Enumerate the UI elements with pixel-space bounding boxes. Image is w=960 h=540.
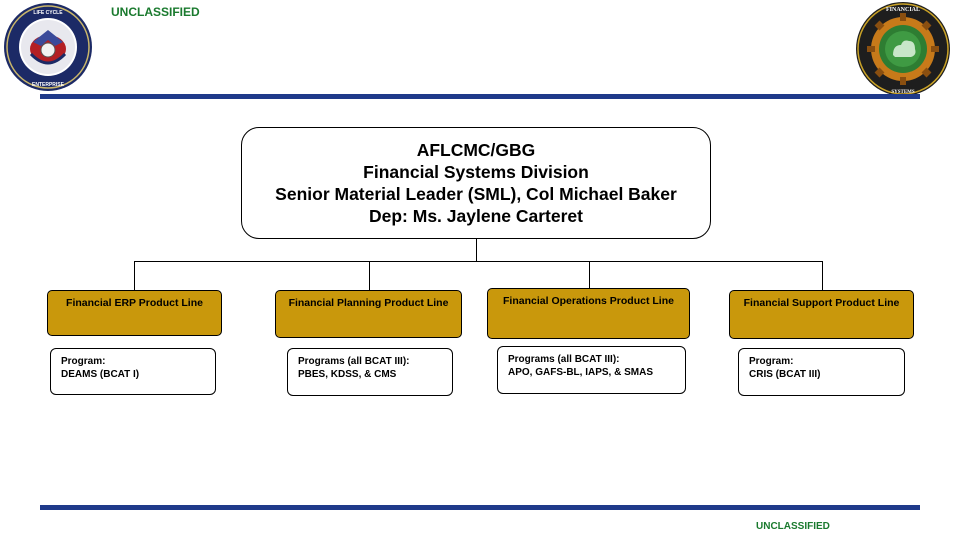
connector-bus — [134, 261, 823, 262]
connector-trunk — [476, 239, 477, 261]
svg-text:LIFE CYCLE: LIFE CYCLE — [33, 10, 63, 16]
product-line-support: Financial Support Product Line — [729, 290, 914, 339]
svg-text:SYSTEMS: SYSTEMS — [891, 90, 915, 95]
product-line-operations: Financial Operations Product Line — [487, 288, 690, 339]
svg-text:FINANCIAL: FINANCIAL — [886, 7, 920, 13]
program-box-operations: Programs (all BCAT III): APO, GAFS-BL, I… — [497, 346, 686, 394]
program-list: DEAMS (BCAT I) — [61, 369, 140, 380]
connector-drop-1 — [134, 261, 135, 291]
program-heading: Programs (all BCAT III): — [508, 354, 620, 365]
program-heading: Programs (all BCAT III): — [298, 356, 410, 367]
connector-drop-4 — [822, 261, 823, 291]
program-box-erp: Program: DEAMS (BCAT I) — [50, 348, 216, 395]
program-list: PBES, KDSS, & CMS — [298, 369, 397, 380]
classification-top: UNCLASSIFIED — [111, 5, 200, 19]
division-name: Financial Systems Division — [363, 162, 589, 182]
classification-bottom: UNCLASSIFIED — [756, 521, 830, 532]
svg-text:ENTERPRISE: ENTERPRISE — [32, 82, 65, 88]
program-box-planning: Programs (all BCAT III): PBES, KDSS, & C… — [287, 348, 453, 396]
program-heading: Program: — [61, 356, 106, 367]
program-box-support: Program: CRIS (BCAT III) — [738, 348, 905, 396]
product-line-planning: Financial Planning Product Line — [275, 290, 462, 338]
connector-drop-2 — [369, 261, 370, 291]
division-leader: Senior Material Leader (SML), Col Michae… — [275, 184, 677, 204]
division-office-symbol: AFLCMC/GBG — [416, 140, 536, 160]
footer-rule — [40, 505, 920, 510]
connector-drop-3 — [589, 261, 590, 289]
header-rule — [40, 94, 920, 99]
program-heading: Program: — [749, 356, 794, 367]
program-list: APO, GAFS-BL, IAPS, & SMAS — [508, 367, 654, 378]
aflcmc-seal-icon: LIFE CYCLE ENTERPRISE — [3, 2, 93, 92]
financial-systems-seal-icon: FINANCIAL SYSTEMS — [855, 1, 951, 97]
product-line-erp: Financial ERP Product Line — [47, 290, 222, 336]
program-list: CRIS (BCAT III) — [749, 369, 821, 380]
division-deputy: Dep: Ms. Jaylene Carteret — [369, 206, 583, 226]
division-box: AFLCMC/GBG Financial Systems Division Se… — [241, 127, 711, 239]
